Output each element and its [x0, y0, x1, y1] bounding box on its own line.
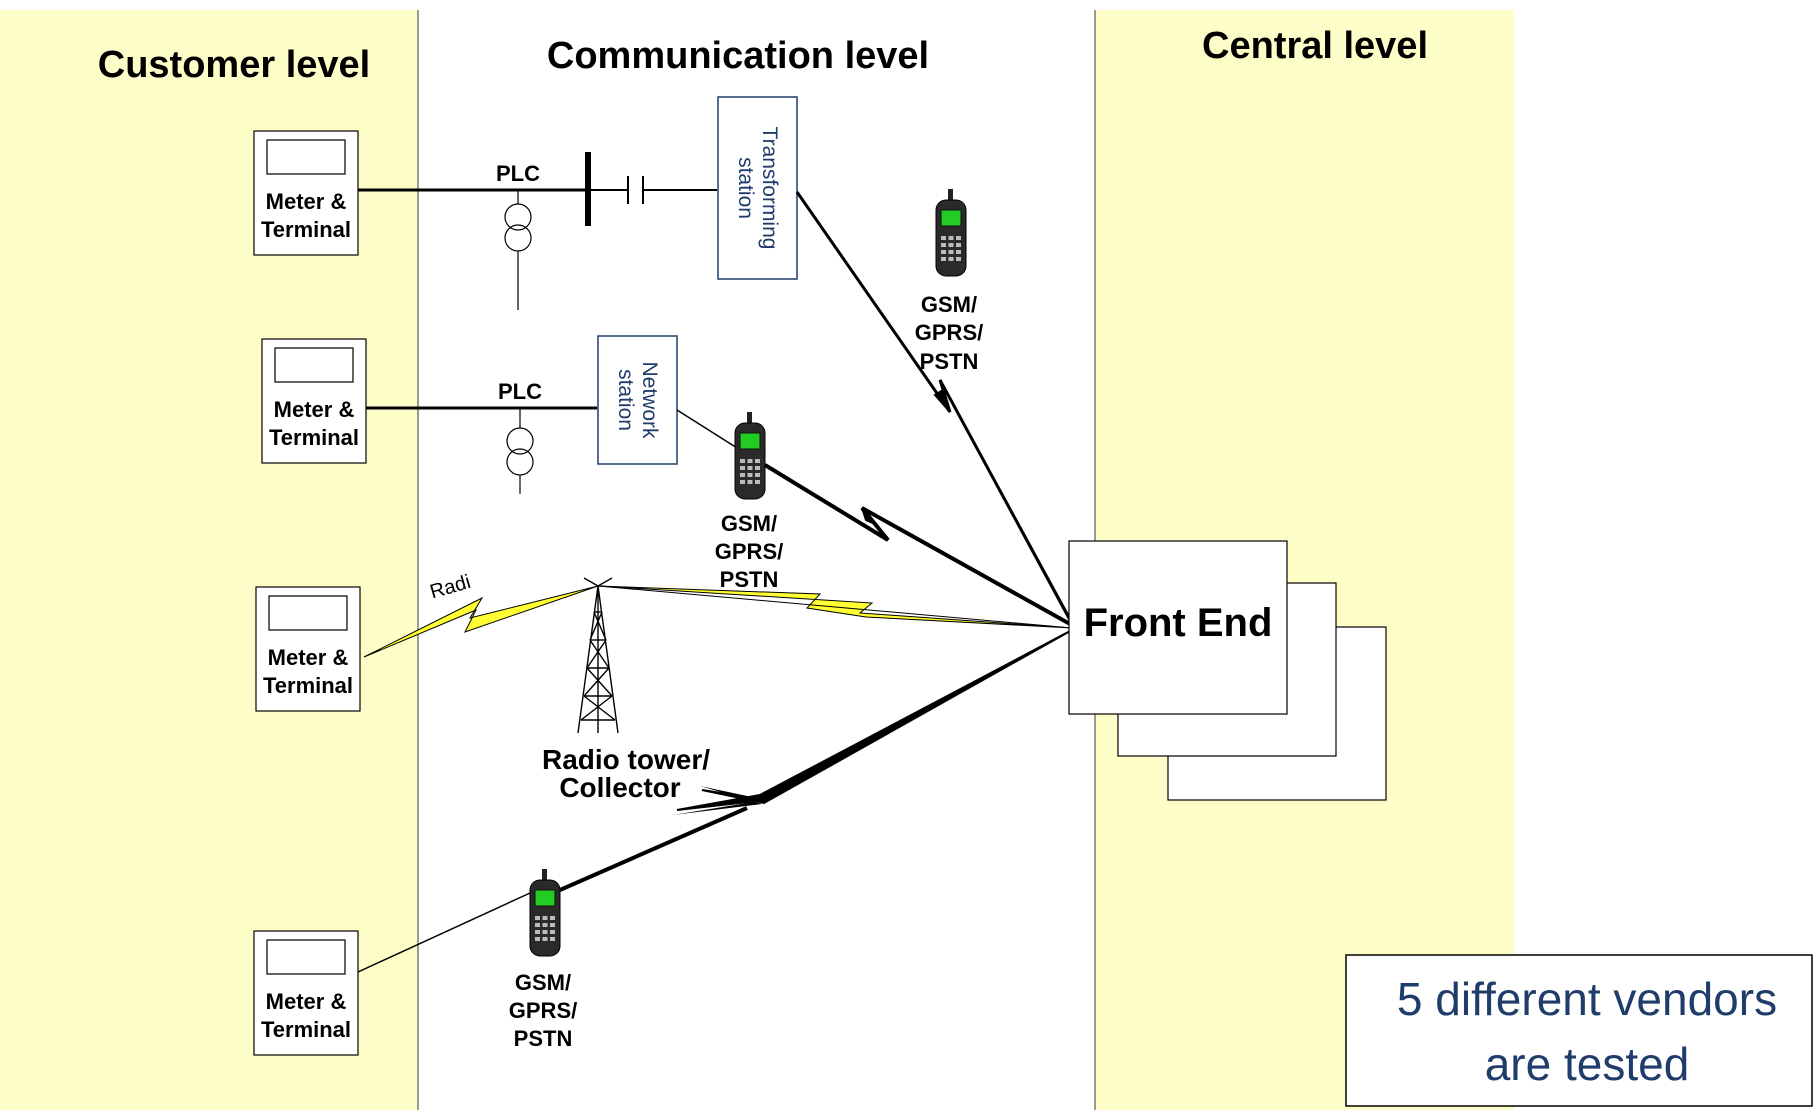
meter-label: Terminal [263, 673, 353, 698]
gsm-label-line: PSTN [514, 1026, 573, 1051]
gsm-link [795, 191, 1072, 621]
front-end-card-front [1068, 540, 1288, 715]
network-station-label: Network [638, 361, 661, 439]
link-line [676, 409, 746, 454]
gsm-link [763, 463, 1071, 626]
mobile-phone-icon [734, 411, 766, 500]
meter-label: Meter & [268, 645, 349, 670]
gsm-label-line: GPRS/ [915, 320, 983, 345]
transforming-station-label: station [734, 157, 757, 219]
meter-terminal-4: Meter & Terminal [253, 930, 359, 1056]
meter-label: Terminal [269, 425, 359, 450]
meter-label: Terminal [261, 1017, 351, 1042]
gsm-label-line: PSTN [920, 349, 979, 374]
gsm-label-line: GPRS/ [509, 998, 577, 1023]
lightning-bolt [673, 786, 766, 815]
front-end-label: Front End [1084, 601, 1273, 645]
meter-terminal-3: Meter & Terminal [255, 586, 361, 712]
gsm-label-line: GPRS/ [715, 539, 783, 564]
link-line [357, 892, 531, 973]
mobile-phone-icon [529, 868, 561, 957]
customer-level-heading: Customer level [98, 44, 370, 86]
central-level-heading: Central level [1202, 25, 1428, 67]
vendors-note-line: are tested [1485, 1038, 1690, 1090]
lightning-bolt [933, 379, 951, 413]
gsm-label: GSM/ GPRS/ PSTN [715, 511, 783, 592]
meter-terminal-1: Meter & Terminal [253, 130, 359, 256]
gsm-label-line: GSM/ [921, 292, 977, 317]
gsm-label: GSM/ GPRS/ PSTN [509, 970, 577, 1051]
meter-label: Meter & [274, 397, 355, 422]
transforming-station-label: Transforming [758, 127, 781, 250]
meter-label: Terminal [261, 217, 351, 242]
meter-terminal-2: Meter & Terminal [261, 338, 367, 464]
meter-label: Meter & [266, 189, 347, 214]
gsm-label-line: PSTN [720, 567, 779, 592]
transformer-icon [506, 408, 534, 494]
communication-level-heading: Communication level [547, 35, 929, 77]
transforming-station: Transforming station [717, 96, 798, 280]
radio-tower-label: Radio tower/ [542, 744, 710, 775]
plc-label: PLC [496, 161, 540, 186]
transformer-icon [504, 190, 532, 310]
gsm-label-line: GSM/ [721, 511, 777, 536]
lightning-bolt [861, 507, 889, 541]
mobile-phone-icon [935, 188, 967, 277]
lightning-bolt [676, 629, 1073, 811]
plc-label: PLC [498, 379, 542, 404]
gsm-link [559, 806, 748, 892]
vendors-note-line: 5 different vendors [1397, 973, 1777, 1025]
vendors-note: 5 different vendors are tested [1345, 954, 1813, 1107]
link-line [597, 585, 1073, 629]
radio-tower-icon [577, 577, 619, 734]
radio-tower-label: Collector [559, 772, 680, 803]
link-line [999, 489, 1073, 623]
gsm-label: GSM/ GPRS/ PSTN [915, 292, 983, 374]
network-station-label: station [614, 369, 637, 431]
gsm-label-line: GSM/ [515, 970, 571, 995]
front-end-stack: Front End [1068, 540, 1387, 801]
radio-label: Radi [428, 571, 474, 603]
meter-label: Meter & [266, 989, 347, 1014]
network-station: Network station [597, 335, 678, 465]
